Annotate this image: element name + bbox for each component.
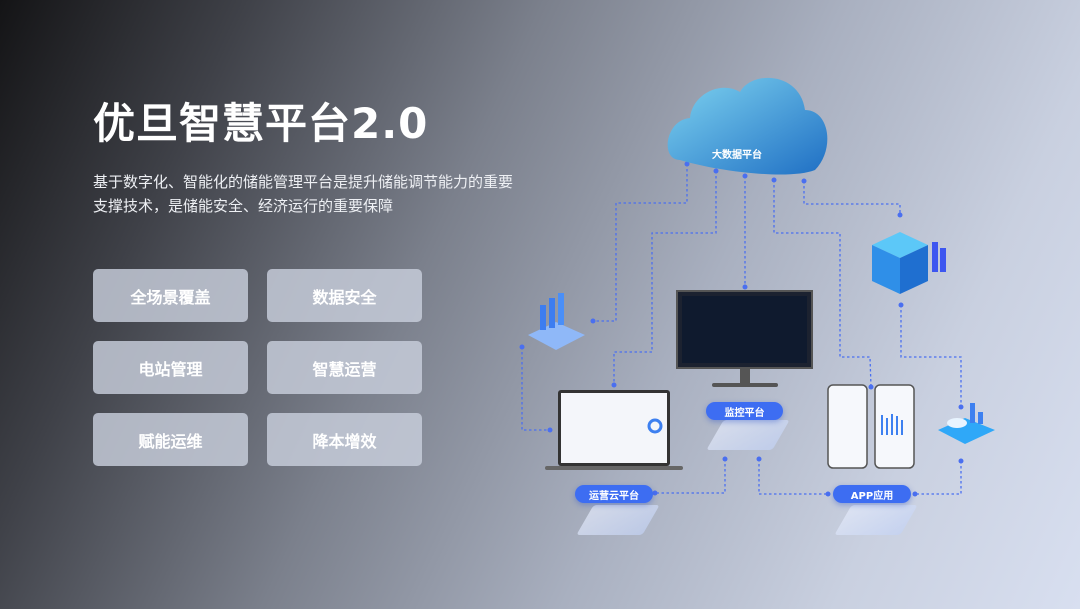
feature-station-management: 电站管理 [93,341,248,394]
description: 基于数字化、智能化的储能管理平台是提升储能调节能力的重要支撑技术，是储能安全、经… [93,173,514,215]
feature-cost-efficiency: 降本增效 [267,413,422,466]
monitor-image [676,290,813,387]
cloud-label: 大数据平台 [712,150,762,161]
page-title: 优旦智慧平台2.0 [93,99,429,148]
server-icon [872,232,946,294]
feature-smart-operation: 智慧运营 [267,341,422,394]
feature-full-coverage: 全场景覆盖 [93,269,248,322]
feature-data-security: 数据安全 [267,269,422,322]
analytics-icon [938,403,995,444]
phone-images [827,384,915,469]
app-label: APP应用 [833,485,911,503]
ops-cloud-label: 运营云平台 [575,485,653,503]
cloud-icon [667,77,828,175]
chart-icon [528,293,585,350]
monitor-platform-label: 监控平台 [706,402,783,420]
laptop-image [545,390,683,470]
feature-maintenance: 赋能运维 [93,413,248,466]
